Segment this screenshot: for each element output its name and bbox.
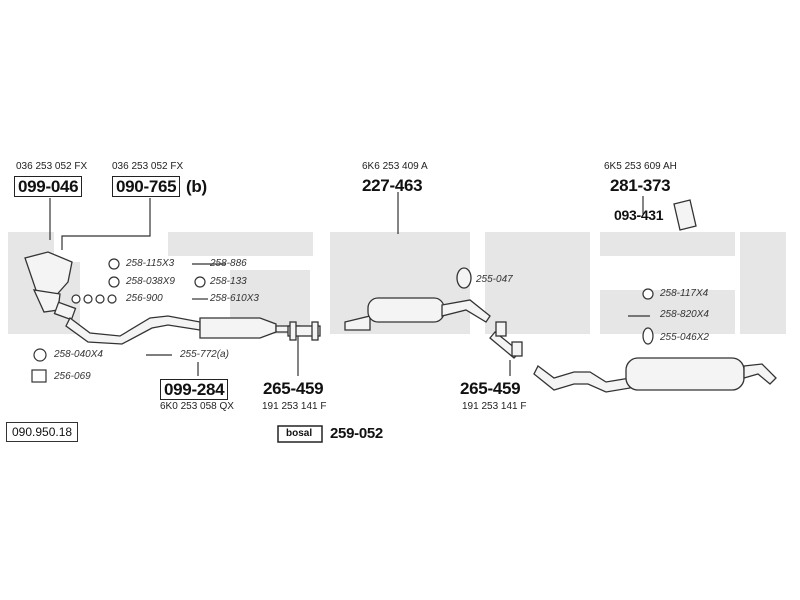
clamp-left: [287, 321, 321, 341]
accessory-label: 258-117X4: [660, 288, 709, 299]
part-suffix: (b): [186, 177, 207, 196]
watermark-block: [600, 232, 735, 256]
hanger-255-047: [456, 267, 472, 289]
bosal-logo-box: [277, 425, 323, 443]
accessory-label: 258-038X9: [126, 276, 175, 287]
part-oe-number: 6K0 253 058 QX: [160, 401, 234, 412]
accessory-label: 256-069: [54, 371, 91, 382]
exhaust-manifold: [24, 251, 77, 321]
accessory-label: 258-610X3: [210, 293, 259, 304]
part-number[interactable]: 099-046: [14, 176, 83, 197]
watermark-block: [168, 232, 313, 256]
centre-silencer: [344, 297, 491, 331]
accessory-label: 258-115X3: [126, 258, 175, 269]
watermark-block: [600, 290, 735, 334]
accessory-label: 256-900: [126, 293, 163, 304]
part-oe-number: 036 253 052 FX: [112, 161, 184, 172]
part-number[interactable]: 259-052: [330, 425, 383, 442]
accessory-label: 258-133: [210, 276, 247, 287]
part-number[interactable]: 265-459: [263, 379, 324, 398]
part-oe-number: 191 253 141 F: [262, 401, 327, 412]
diagram-id: 090.950.18: [6, 422, 79, 442]
bracket-093-431: [673, 199, 697, 231]
bosal-logo-text: bosal: [286, 428, 313, 439]
part-number[interactable]: 265-459: [460, 379, 521, 398]
accessory-label: 255-772(a): [180, 349, 229, 360]
watermark-block: [740, 232, 786, 334]
part-number[interactable]: 227-463: [362, 176, 423, 195]
part-number[interactable]: 099-284: [160, 379, 229, 400]
accessory-label: 258-040X4: [54, 349, 103, 360]
clamp-right: [489, 321, 523, 359]
part-number[interactable]: 093-431: [614, 207, 664, 223]
part-oe-number: 191 253 141 F: [462, 401, 527, 412]
accessory-label: 255-046X2: [660, 332, 709, 343]
part-oe-number: 036 253 052 FX: [16, 161, 88, 172]
accessory-label: 258-820X4: [660, 309, 709, 320]
front-pipe: [65, 315, 301, 345]
rear-silencer: [533, 357, 777, 393]
leader-line: [61, 198, 151, 250]
accessory-label: 255-047: [476, 274, 513, 285]
part-oe-number: 6K5 253 609 AH: [604, 161, 677, 172]
part-oe-number: 6K6 253 409 A: [362, 161, 428, 172]
accessory-icons: [31, 258, 654, 383]
watermark-block: [485, 232, 590, 334]
part-number[interactable]: 281-373: [610, 176, 671, 195]
part-number[interactable]: 090-765: [112, 176, 181, 197]
accessory-label: 258-886: [210, 258, 247, 269]
